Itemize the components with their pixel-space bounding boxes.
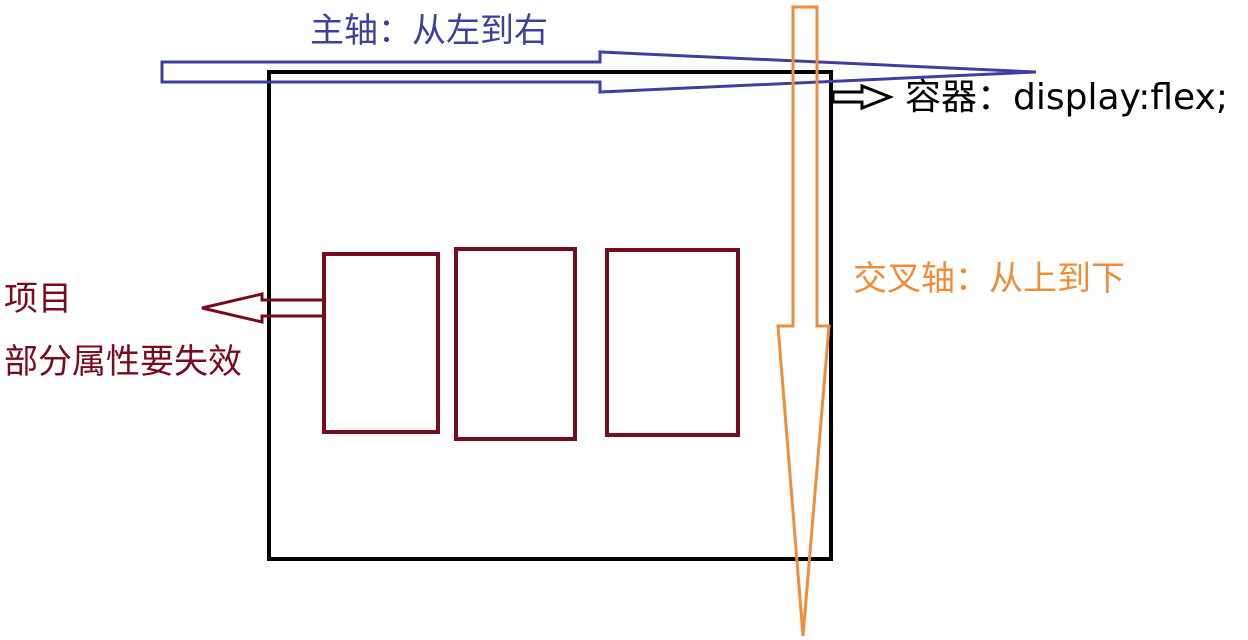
flex-item-3	[605, 248, 740, 437]
item-label: 项目	[4, 279, 72, 319]
main-axis-label: 主轴：从左到右	[310, 11, 548, 51]
flex-item-1	[322, 252, 440, 434]
flex-container-box	[267, 70, 833, 561]
cross-axis-arrow	[776, 5, 831, 637]
container-label: 容器：display:flex;	[905, 77, 1228, 118]
item-note-label: 部分属性要失效	[4, 342, 242, 382]
flex-item-2	[454, 247, 577, 441]
cross-axis-label: 交叉轴：从上到下	[853, 259, 1125, 299]
container-pointer-arrow	[831, 83, 895, 111]
item-pointer-arrow	[201, 292, 326, 324]
